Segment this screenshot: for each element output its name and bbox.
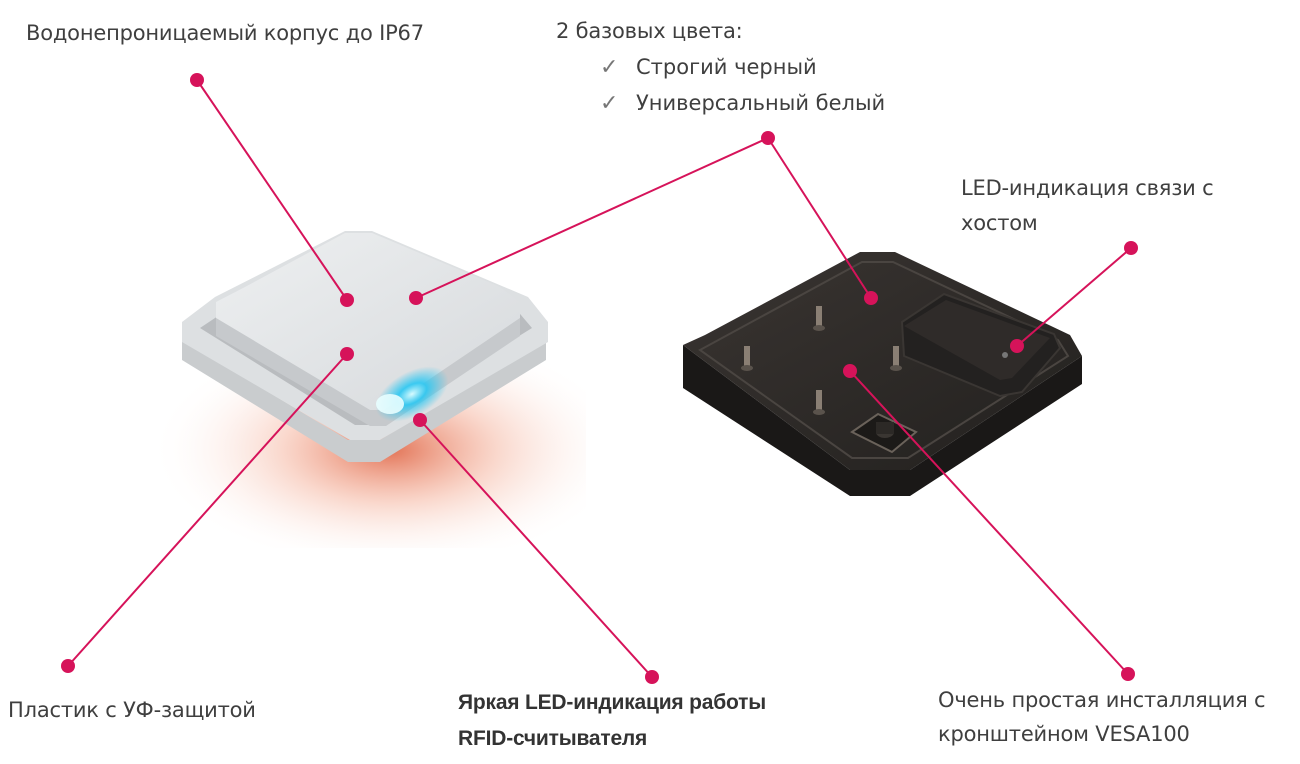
led-label-line1: Яркая LED-индикация работы — [458, 691, 766, 714]
host-led-label-line1: LED-индикация связи с — [961, 176, 1214, 200]
callout-dots — [61, 73, 1138, 684]
colors-title: 2 базовых цвета: — [556, 19, 743, 43]
install-label-line2: кронштейном VESA100 — [938, 722, 1190, 746]
callout-lines — [67, 79, 1132, 678]
black-reader-image — [683, 252, 1082, 496]
check-icon: ✓ — [600, 91, 619, 116]
color-item-black: ✓ Строгий черный — [600, 50, 817, 85]
uv-plastic-label: Пластик с УФ-защитой — [8, 698, 256, 722]
color-item-label: Строгий черный — [636, 55, 817, 79]
color-item-white: ✓ Универсальный белый — [600, 86, 885, 121]
white-reader-image — [150, 231, 586, 548]
led-label-line2: RFID-считывателя — [458, 727, 648, 750]
waterproof-label: Водонепроницаемый корпус до IP67 — [26, 21, 424, 45]
color-item-label: Универсальный белый — [636, 91, 886, 115]
install-label-line1: Очень простая инсталляция с — [938, 688, 1266, 712]
host-led-label-line2: хостом — [961, 211, 1038, 235]
check-icon: ✓ — [600, 55, 619, 80]
